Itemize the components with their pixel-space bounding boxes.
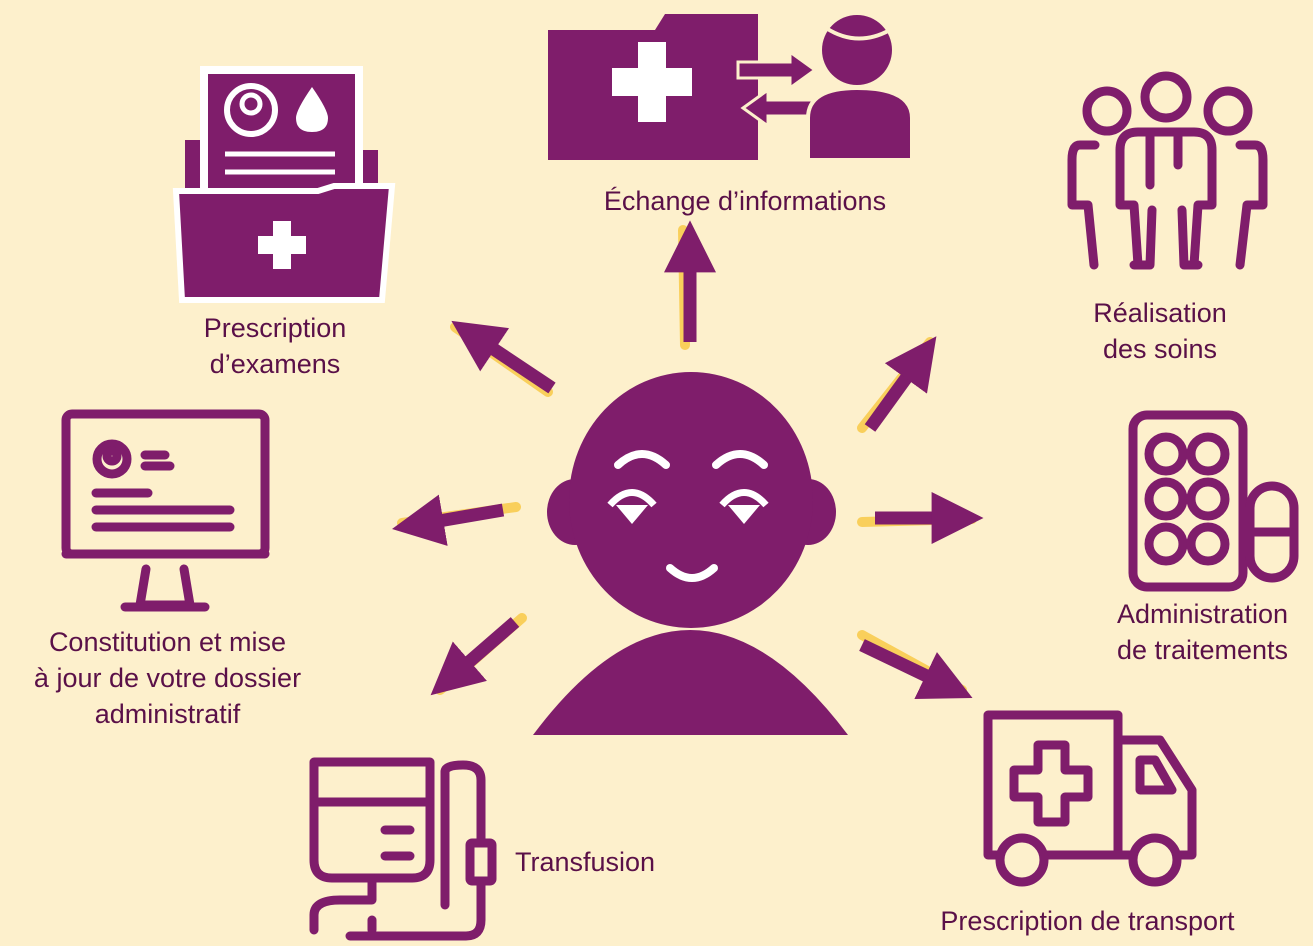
arrow-to-dossier bbox=[391, 494, 521, 546]
computer-record-icon bbox=[61, 409, 270, 612]
arrow-to-transfusion bbox=[430, 613, 527, 696]
care-team-icon bbox=[1067, 71, 1268, 270]
label-soins: Réalisation des soins bbox=[1093, 298, 1227, 364]
label-transport: Prescription de transport bbox=[940, 906, 1235, 936]
arrow-to-echange bbox=[664, 220, 716, 350]
transfusion-bag-icon bbox=[309, 757, 497, 941]
label-examens: Prescription d’examens bbox=[203, 313, 347, 379]
label-traitements: Administration de traitements bbox=[1116, 599, 1289, 665]
patient-head-icon bbox=[533, 372, 848, 735]
label-transfusion: Transfusion bbox=[514, 847, 656, 877]
medical-folder-exchange-icon bbox=[548, 14, 914, 162]
arrow-to-examens bbox=[450, 320, 556, 397]
arrow-to-soins bbox=[857, 336, 937, 433]
label-echange: Échange d’informations bbox=[603, 186, 887, 216]
arrow-to-traitements bbox=[857, 492, 984, 544]
label-dossier: Constitution et mise à jour de votre dos… bbox=[33, 627, 302, 729]
ambulance-icon bbox=[983, 710, 1197, 887]
exam-folder-icon bbox=[172, 66, 396, 303]
arrow-to-transport bbox=[857, 630, 973, 699]
pill-blister-icon bbox=[1128, 410, 1299, 592]
